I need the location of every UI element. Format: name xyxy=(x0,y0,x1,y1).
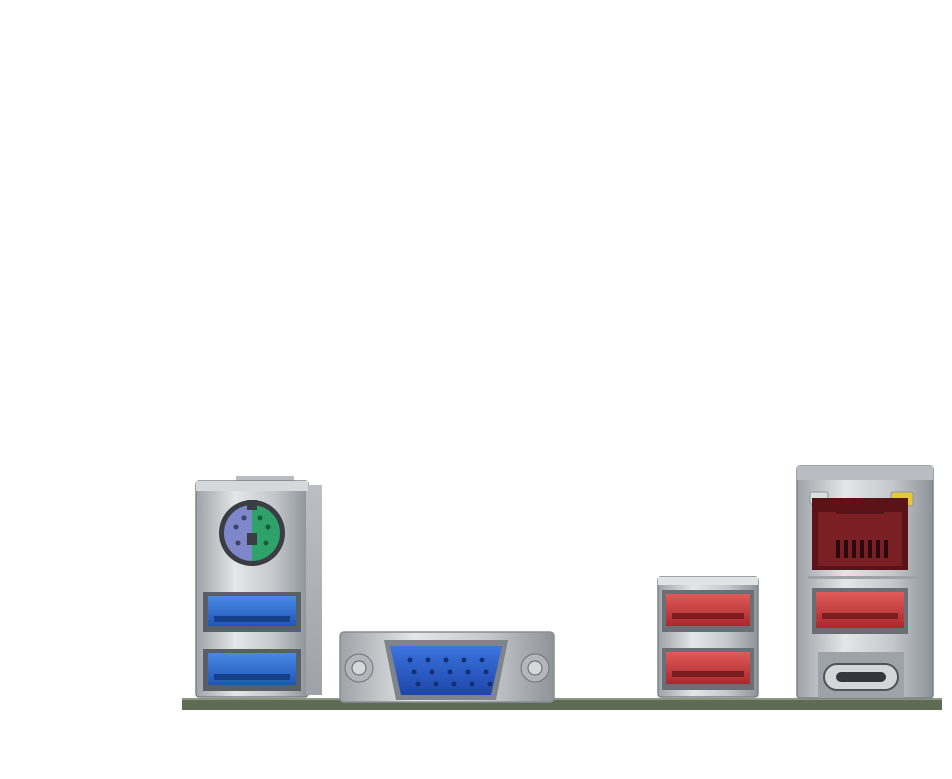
usb-port-icon[interactable] xyxy=(662,590,754,632)
ps2-usb3-stack xyxy=(195,476,322,698)
usb-red-stack xyxy=(657,576,759,698)
lan-usb-typec-stack xyxy=(796,465,934,699)
usb-port-icon[interactable] xyxy=(203,592,301,632)
ethernet-port-icon[interactable] xyxy=(812,498,908,570)
usb-port-icon[interactable] xyxy=(662,648,754,690)
pcb-edge-highlight xyxy=(182,698,942,700)
vga-connector xyxy=(339,631,555,703)
ps2-port-icon[interactable] xyxy=(219,500,285,566)
vga-port-icon[interactable] xyxy=(384,640,508,700)
screw-left xyxy=(344,653,374,683)
screw-right xyxy=(520,653,550,683)
usb-port-icon[interactable] xyxy=(203,649,301,691)
usb-c-port-icon[interactable] xyxy=(818,652,904,698)
usb-port-icon[interactable] xyxy=(812,588,908,634)
